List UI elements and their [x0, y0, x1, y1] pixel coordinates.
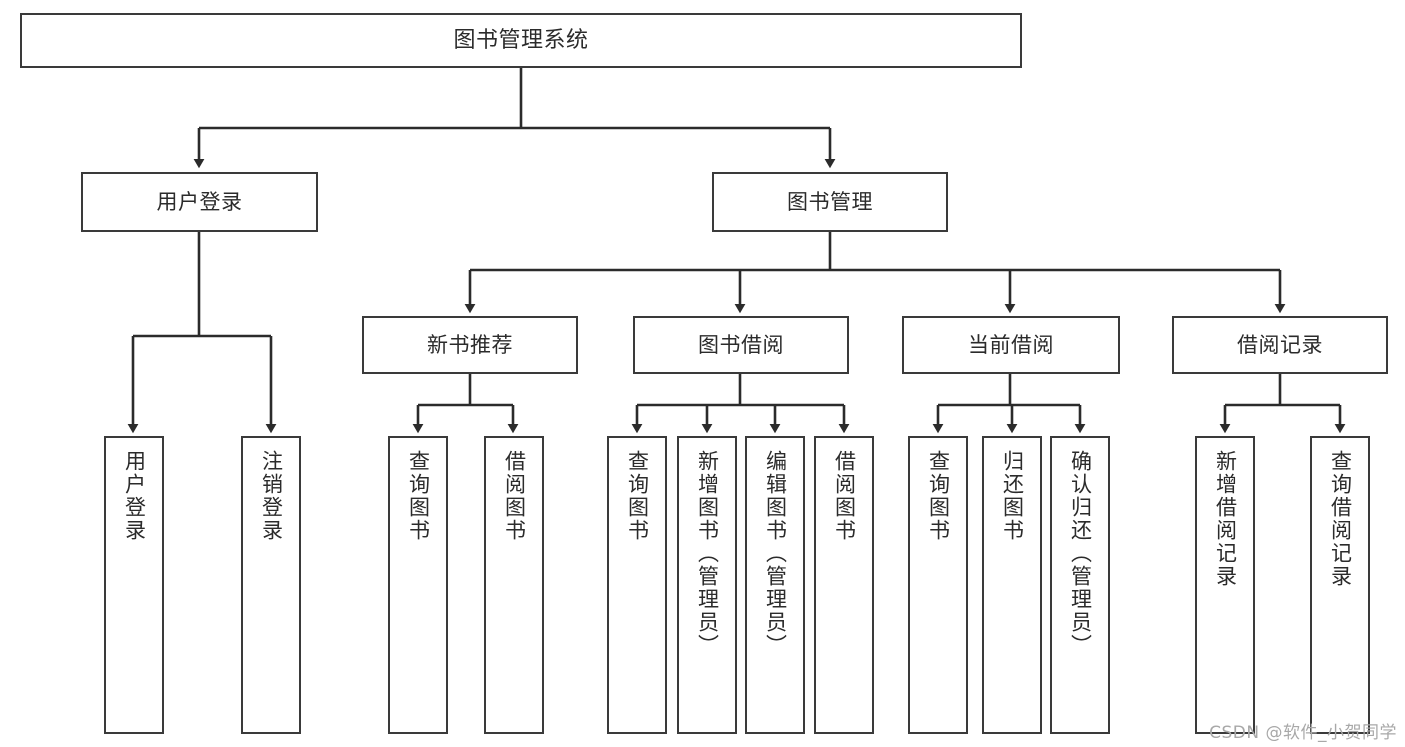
leaf-new-book-query[interactable]: 查询图书	[388, 436, 448, 734]
node-root-system[interactable]: 图书管理系统	[20, 13, 1022, 68]
node-new-book-recommend[interactable]: 新书推荐	[362, 316, 578, 374]
leaf-current-borrow-confirm-return[interactable]: 确认归还（管理员）	[1050, 436, 1110, 734]
leaf-borrow-record-add[interactable]: 新增借阅记录	[1195, 436, 1255, 734]
leaf-book-borrow-query[interactable]: 查询图书	[607, 436, 667, 734]
leaf-label: 归还图书	[1000, 450, 1025, 542]
node-borrow-record[interactable]: 借阅记录	[1172, 316, 1388, 374]
leaf-book-borrow-borrow[interactable]: 借阅图书	[814, 436, 874, 734]
node-label: 新书推荐	[427, 332, 513, 357]
node-current-borrow[interactable]: 当前借阅	[902, 316, 1120, 374]
leaf-user-login-login[interactable]: 用户登录	[104, 436, 164, 734]
node-label: 图书借阅	[698, 332, 784, 357]
leaf-label: 借阅图书	[502, 450, 527, 542]
leaf-label: 查询图书	[926, 450, 951, 542]
leaf-label: 确认归还（管理员）	[1068, 450, 1093, 657]
node-user-login[interactable]: 用户登录	[81, 172, 318, 232]
leaf-label: 注销登录	[259, 450, 284, 542]
leaf-new-book-borrow[interactable]: 借阅图书	[484, 436, 544, 734]
leaf-label: 编辑图书（管理员）	[763, 450, 788, 657]
leaf-label: 新增借阅记录	[1213, 450, 1238, 588]
leaf-label: 查询图书	[406, 450, 431, 542]
leaf-current-borrow-return[interactable]: 归还图书	[982, 436, 1042, 734]
leaf-book-borrow-edit[interactable]: 编辑图书（管理员）	[745, 436, 805, 734]
leaf-current-borrow-query[interactable]: 查询图书	[908, 436, 968, 734]
node-label: 图书管理系统	[453, 27, 589, 53]
leaf-user-login-logout[interactable]: 注销登录	[241, 436, 301, 734]
leaf-label: 查询图书	[625, 450, 650, 542]
node-label: 用户登录	[156, 189, 243, 214]
node-label: 借阅记录	[1237, 332, 1323, 357]
leaf-borrow-record-query[interactable]: 查询借阅记录	[1310, 436, 1370, 734]
leaf-label: 借阅图书	[832, 450, 857, 542]
node-label: 图书管理	[787, 189, 873, 214]
leaf-book-borrow-add[interactable]: 新增图书（管理员）	[677, 436, 737, 734]
node-book-management[interactable]: 图书管理	[712, 172, 948, 232]
leaf-label: 新增图书（管理员）	[695, 450, 720, 657]
node-book-borrow[interactable]: 图书借阅	[633, 316, 849, 374]
csdn-watermark: CSDN @软件_小贺同学	[1209, 723, 1397, 743]
leaf-label: 用户登录	[122, 450, 147, 542]
leaf-label: 查询借阅记录	[1328, 450, 1353, 588]
node-label: 当前借阅	[968, 332, 1054, 357]
